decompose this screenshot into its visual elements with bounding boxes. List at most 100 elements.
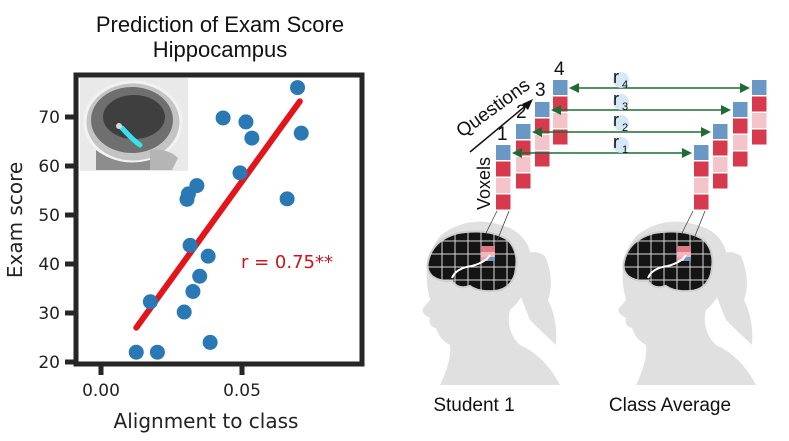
voxel-cell [694,161,709,177]
x-tick-label: 0.00 [82,381,120,401]
voxel-cell [496,145,511,160]
arrowhead-right-icon [721,105,731,115]
x-axis-label: Alignment to class [114,409,299,433]
data-point [149,344,165,360]
svg-text:1: 1 [622,144,628,156]
voxel-cell [752,80,767,95]
voxel-cell [553,113,568,128]
data-point [215,110,231,126]
y-axis-label: Exam score [3,162,27,278]
svg-text:r: r [613,132,619,152]
scatter-points [128,80,309,360]
voxel-cell [535,102,550,117]
voxel-cell [516,173,531,189]
student-voxel-pattern-q3 [535,102,550,167]
voxel-cell [535,135,550,150]
data-point [182,237,198,253]
questions-arrowhead-icon [522,99,533,110]
voxel-cell [733,102,748,117]
data-point [244,130,260,146]
voxel-cell [694,145,709,160]
class-voxel-pattern-q4 [752,80,767,145]
data-point [202,334,218,350]
voxel-cell [496,178,511,193]
voxel-cell [733,135,748,150]
voxel-cell [516,157,531,172]
voxel-cell [516,124,531,139]
x-tick-label: 0.05 [223,381,261,401]
svg-text:4: 4 [622,79,628,91]
y-tick-label: 50 [38,206,60,226]
chart-title-line2: Hippocampus [152,37,288,62]
svg-text:r: r [613,67,619,87]
voxel-cell [496,194,511,210]
y-tick-label: 20 [38,353,60,373]
student-voxel-pattern-q4 [553,80,568,145]
voxel-cell [535,151,550,167]
data-point [142,294,158,310]
data-point [192,268,208,284]
arrowhead-left-icon [551,105,561,115]
brain-mri-inset [80,78,188,171]
correlation-annotation: r = 0.75** [241,252,333,273]
data-point [238,114,254,130]
class-voxel-pattern-q2 [713,124,728,189]
voxel-cell [713,124,728,139]
voxel-grid [427,231,517,292]
y-tick-label: 30 [38,304,60,324]
voxel-cell [752,129,767,145]
arrowhead-left-icon [569,83,579,93]
question-number-2: 2 [516,102,527,123]
data-point [290,80,306,96]
voxel-cell [733,118,748,134]
class-voxel-pattern-q1 [694,145,709,210]
y-tick-label: 60 [38,157,60,177]
hippocampus-highlight [119,125,143,148]
svg-text:r: r [613,89,619,109]
voxel-cell [752,113,767,128]
data-point [189,178,205,194]
arrowhead-right-icon [701,127,711,137]
question-number-4: 4 [554,59,565,80]
data-point [232,165,248,181]
data-point [176,304,192,320]
questions-arrow [469,102,530,153]
svg-text:r: r [613,110,619,130]
data-point [128,344,144,360]
chart-title-line1: Prediction of Exam Score [95,12,345,37]
student-voxel-pattern-q1 [496,145,511,210]
voxel-cell [752,96,767,112]
question-number-1: 1 [497,124,508,145]
student-voxel-pattern-q2 [516,124,531,189]
class-voxel-pattern-q3 [733,102,748,167]
svg-text:2: 2 [622,122,628,134]
voxel-cell [553,129,568,145]
question-number-3: 3 [535,80,546,101]
voxel-cell [713,173,728,189]
arrowhead-left-icon [512,148,522,158]
voxel-cell [553,80,568,95]
y-tick-label: 40 [38,255,60,275]
regression-line [133,98,303,331]
voxel-cell [694,178,709,193]
arrowhead-left-icon [532,127,542,137]
x-axis: 0.00 0.05 [82,364,261,401]
voxel-cell [496,161,511,177]
data-point [293,125,309,141]
student-head [422,210,560,385]
voxel-cell [694,194,709,210]
ponytail [515,252,557,345]
voxels-label: Voxels [474,157,494,210]
data-point [279,191,295,207]
voxel-cell [713,140,728,156]
data-point [200,248,216,264]
class-average-head [618,210,756,385]
ponytail [711,252,753,345]
